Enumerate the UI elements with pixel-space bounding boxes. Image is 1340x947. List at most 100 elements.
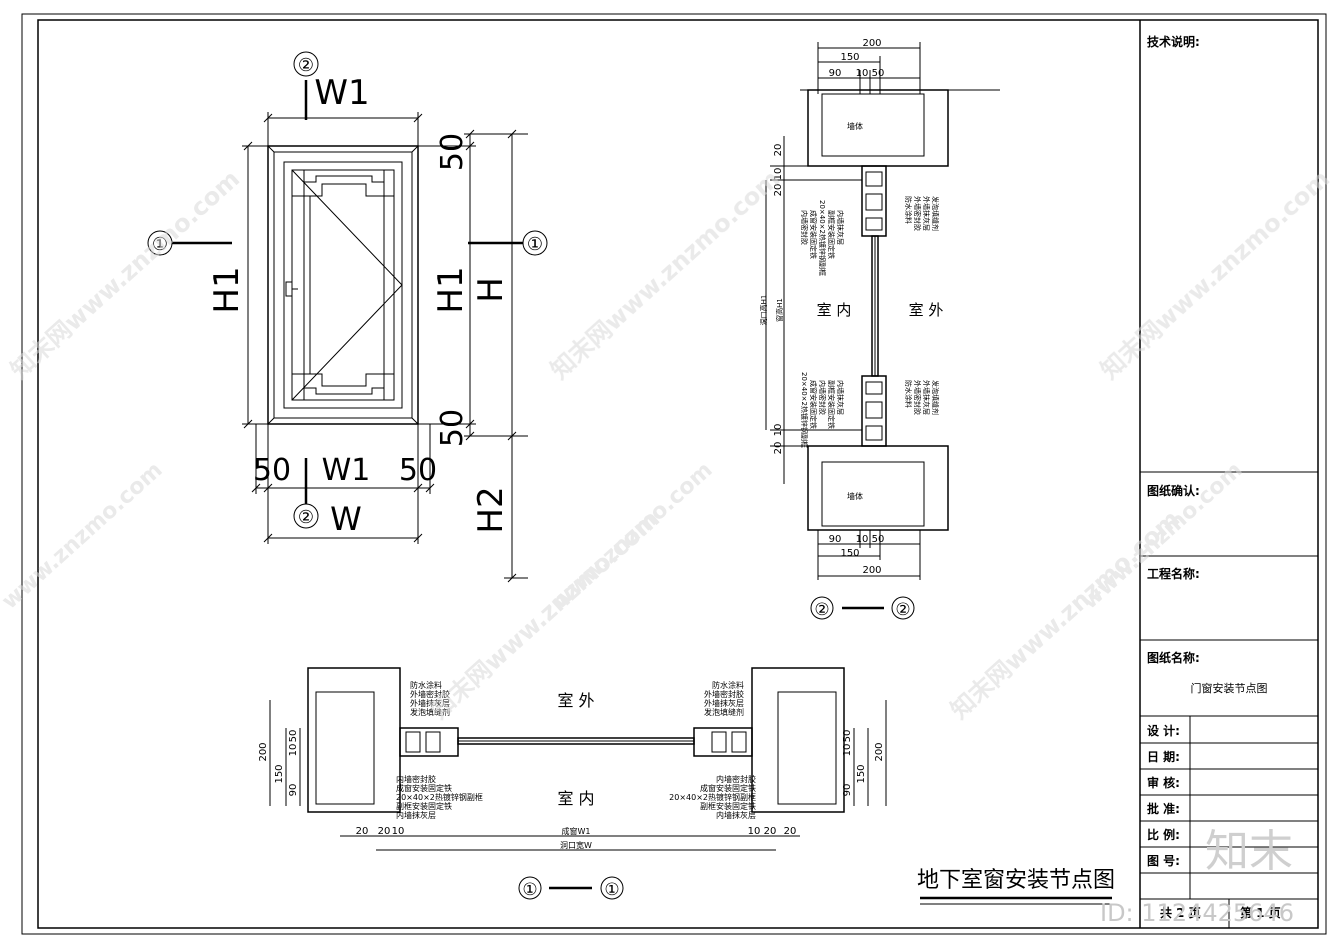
svg-text:90: 90 <box>829 68 842 79</box>
svg-text:窗高H1: 窗高H1 <box>775 298 784 322</box>
dim-w1-top: W1 <box>314 73 369 113</box>
dim-h1-right: H1 <box>431 266 471 313</box>
left-wall <box>307 667 401 813</box>
svg-text:150: 150 <box>840 548 859 559</box>
svg-text:20: 20 <box>764 826 777 837</box>
svg-text:内墙抹灰层: 内墙抹灰层 <box>716 810 756 820</box>
dim-h: H <box>471 277 511 303</box>
svg-text:洞口高H1: 洞口高H1 <box>759 295 768 326</box>
project-label: 工程名称: <box>1147 566 1200 581</box>
svg-text:内墙密封胶: 内墙密封胶 <box>818 380 827 415</box>
drawing-name-label: 图纸名称: <box>1147 650 1200 665</box>
svg-text:内墙抹灰层: 内墙抹灰层 <box>836 380 845 415</box>
svg-text:50: 50 <box>872 68 885 79</box>
window-elevation: W1 ② ① ① H1 50 H1 50 H H2 <box>147 51 548 583</box>
top-wall <box>807 89 949 167</box>
confirm-label: 图纸确认: <box>1147 483 1200 498</box>
svg-text:外墙抹灰层: 外墙抹灰层 <box>922 196 931 231</box>
svg-text:副框安装固定铁: 副框安装固定铁 <box>827 210 836 259</box>
svg-text:www.znzmo.com: www.znzmo.com <box>1077 458 1247 615</box>
svg-text:20×40×2热镀锌钢副框: 20×40×2热镀锌钢副框 <box>800 372 809 448</box>
svg-text:10: 10 <box>856 534 869 545</box>
watermarks: 知末网www.znzmo.com 知末网www.znzmo.com 知末网www… <box>0 165 1335 725</box>
svg-text:50: 50 <box>288 730 299 743</box>
dim-h2: H2 <box>471 486 511 533</box>
svg-text:90: 90 <box>842 784 853 797</box>
svg-text:外墙密封胶: 外墙密封胶 <box>913 196 922 231</box>
svg-text:www.znzmo.com: www.znzmo.com <box>0 458 168 615</box>
section-1-1: 室 外 室 内 防水涂料 外墙密封胶 外墙抹灰层 发泡填缝剂 防水涂料 外墙密封… <box>258 667 887 900</box>
elevation-inner-frame <box>273 151 413 419</box>
svg-text:发泡填缝剂: 发泡填缝剂 <box>704 707 744 717</box>
svg-text:成窗W1: 成窗W1 <box>562 826 591 836</box>
opening-direction <box>291 169 403 401</box>
svg-text:①: ① <box>604 880 619 900</box>
room-inside-11: 室 内 <box>557 789 594 808</box>
section-marker-2-top <box>293 51 319 77</box>
svg-text:内墙密封胶: 内墙密封胶 <box>716 774 756 784</box>
svg-text:20: 20 <box>378 826 391 837</box>
svg-text:批 准:: 批 准: <box>1147 801 1180 816</box>
dim-50-top-right: 50 <box>435 133 470 171</box>
svg-text:50: 50 <box>842 730 853 743</box>
svg-text:内墙密封胶: 内墙密封胶 <box>800 210 809 245</box>
svg-text:图 号:: 图 号: <box>1147 853 1180 868</box>
svg-text:150: 150 <box>856 764 867 783</box>
svg-text:②: ② <box>298 507 314 528</box>
svg-text:墙体: 墙体 <box>847 491 863 501</box>
handle <box>285 281 293 297</box>
svg-text:150: 150 <box>840 52 859 63</box>
svg-text:20: 20 <box>773 442 784 455</box>
dim-w1-bottom: W1 <box>322 453 371 488</box>
outer-frame <box>21 13 1327 935</box>
svg-text:10: 10 <box>773 424 784 437</box>
svg-text:20×40×2热镀锌钢副框: 20×40×2热镀锌钢副框 <box>669 792 756 802</box>
svg-text:防水涂料: 防水涂料 <box>410 680 442 690</box>
svg-text:外墙密封胶: 外墙密封胶 <box>913 380 922 415</box>
svg-text:www.znzmo.com: www.znzmo.com <box>547 458 717 615</box>
elevation-outer-frame <box>267 145 419 425</box>
bottom-wall <box>807 445 949 531</box>
svg-text:20×40×2热镀锌钢副框: 20×40×2热镀锌钢副框 <box>818 200 827 276</box>
lattice-top <box>292 170 394 197</box>
drawing-name-value: 门窗安装节点图 <box>1191 681 1268 695</box>
svg-text:①: ① <box>527 234 543 255</box>
sheet-total: 共 2 页 <box>1160 905 1201 920</box>
svg-text:墙体: 墙体 <box>847 121 863 131</box>
dim-h1-left: H1 <box>207 266 247 313</box>
svg-text:20: 20 <box>773 184 784 197</box>
svg-text:外墙密封胶: 外墙密封胶 <box>704 689 744 699</box>
svg-text:成窗安装固定铁: 成窗安装固定铁 <box>700 783 756 793</box>
watermark-logo: 知末 <box>1205 826 1293 877</box>
svg-text:外墙抹灰层: 外墙抹灰层 <box>922 380 931 415</box>
svg-text:10: 10 <box>748 826 761 837</box>
right-wall <box>751 667 845 813</box>
svg-text:②: ② <box>814 600 829 620</box>
title-block: 技术说明: 图纸确认: 工程名称: 图纸名称: 门窗安装节点图 设 计: 日 期… <box>1139 20 1318 928</box>
svg-text:设 计:: 设 计: <box>1147 723 1180 738</box>
svg-text:②: ② <box>895 600 910 620</box>
dim-w: W <box>330 500 362 538</box>
dim-50-left-bottom: 50 <box>253 453 291 488</box>
tech-notes-label: 技术说明: <box>1147 34 1200 49</box>
dim-50-bottom-right: 50 <box>435 409 470 447</box>
notes-11: 防水涂料 外墙密封胶 外墙抹灰层 发泡填缝剂 防水涂料 外墙密封胶 外墙抹灰层 … <box>396 680 756 820</box>
room-outside-22: 室 外 <box>909 301 944 319</box>
svg-text:10: 10 <box>773 168 784 181</box>
svg-text:发泡填缝剂: 发泡填缝剂 <box>410 707 450 717</box>
watermark-id: ID: 1124425646 <box>1100 899 1294 927</box>
svg-text:外墙密封胶: 外墙密封胶 <box>410 689 450 699</box>
svg-text:10: 10 <box>842 744 853 757</box>
svg-text:日 期:: 日 期: <box>1147 749 1180 764</box>
svg-text:副框安装固定铁: 副框安装固定铁 <box>827 380 836 429</box>
svg-text:洞口宽W: 洞口宽W <box>560 840 592 850</box>
notes-22: 内墙密封胶 成窗安装固定铁 20×40×2热镀锌钢副框 副框安装固定铁 内墙抹灰… <box>800 196 940 448</box>
svg-text:外墙抹灰层: 外墙抹灰层 <box>410 698 450 708</box>
svg-text:150: 150 <box>274 764 285 783</box>
svg-text:10: 10 <box>856 68 869 79</box>
svg-text:20: 20 <box>773 144 784 157</box>
svg-text:成窗安装固定铁: 成窗安装固定铁 <box>809 380 818 429</box>
svg-text:知末网www.znzmo.com: 知末网www.znzmo.com <box>1095 165 1335 385</box>
section-2-2: 墙体 墙体 200 150 90 10 50 90 10 50 150 <box>759 38 1000 620</box>
